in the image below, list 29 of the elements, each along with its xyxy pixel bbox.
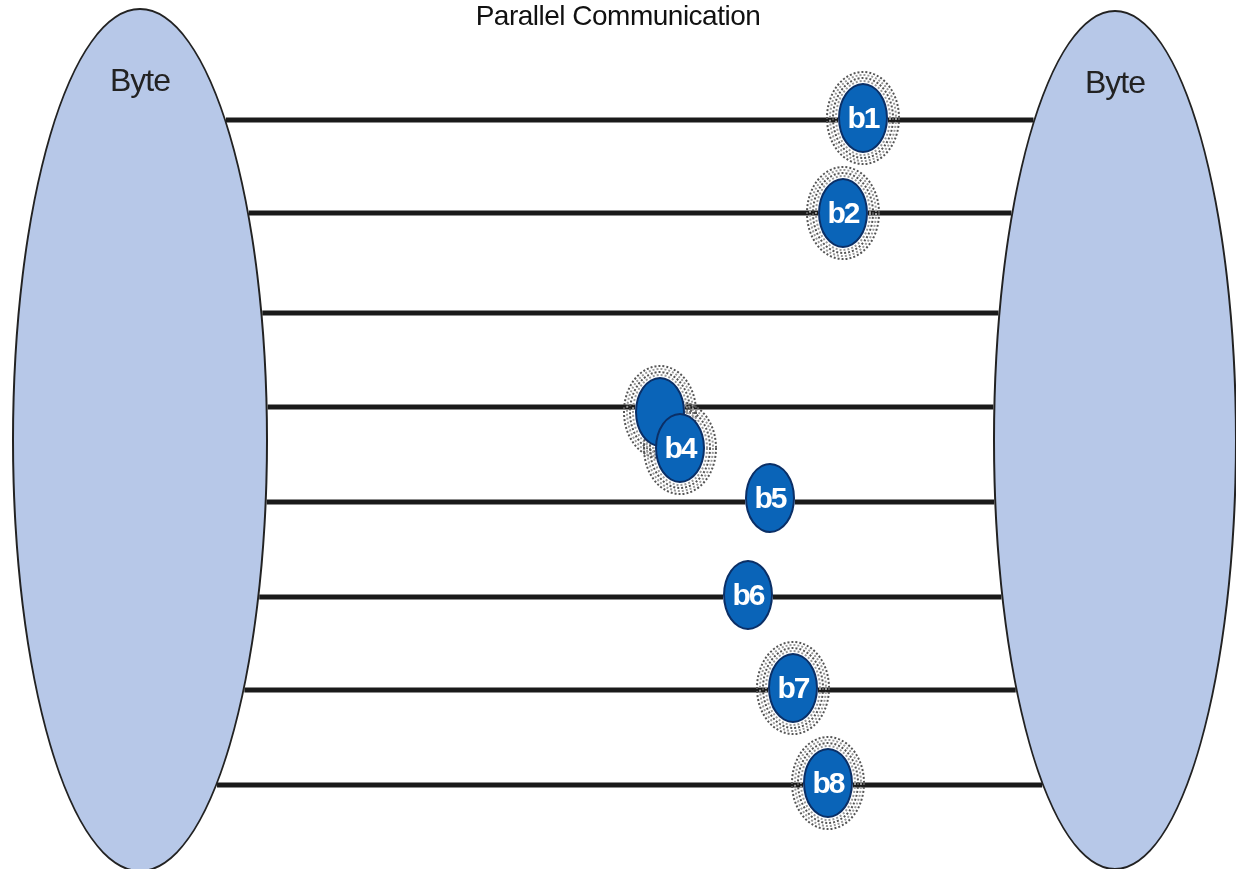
signal-line bbox=[259, 594, 724, 600]
bit-label: b8 bbox=[812, 766, 844, 800]
signal-line bbox=[772, 594, 1002, 600]
signal-line bbox=[266, 499, 746, 505]
signal-line bbox=[852, 782, 1043, 788]
bit-label: b4 bbox=[664, 431, 696, 465]
bit-label: b6 bbox=[732, 578, 764, 612]
signal-line bbox=[684, 404, 994, 410]
signal-line bbox=[248, 210, 818, 216]
bit-circle bbox=[803, 748, 853, 818]
bit-label: b2 bbox=[827, 196, 859, 230]
signal-line bbox=[267, 404, 636, 410]
bit-circle bbox=[768, 653, 818, 723]
signal-line bbox=[226, 117, 839, 123]
bit-circle bbox=[838, 83, 888, 153]
signal-line bbox=[868, 210, 1012, 216]
signal-line bbox=[262, 310, 999, 316]
bit-label: b1 bbox=[847, 101, 879, 135]
byte-label: Byte bbox=[1085, 64, 1145, 101]
byte-label: Byte bbox=[110, 62, 170, 99]
diagram-title: Parallel Communication bbox=[474, 0, 762, 32]
bit-circle bbox=[818, 178, 868, 248]
signal-line bbox=[794, 499, 995, 505]
bit-label: b7 bbox=[777, 671, 809, 705]
bit-label: b5 bbox=[754, 481, 786, 515]
signal-line bbox=[887, 117, 1034, 123]
signal-line bbox=[217, 782, 804, 788]
signal-line bbox=[817, 687, 1016, 693]
signal-line bbox=[244, 687, 769, 693]
